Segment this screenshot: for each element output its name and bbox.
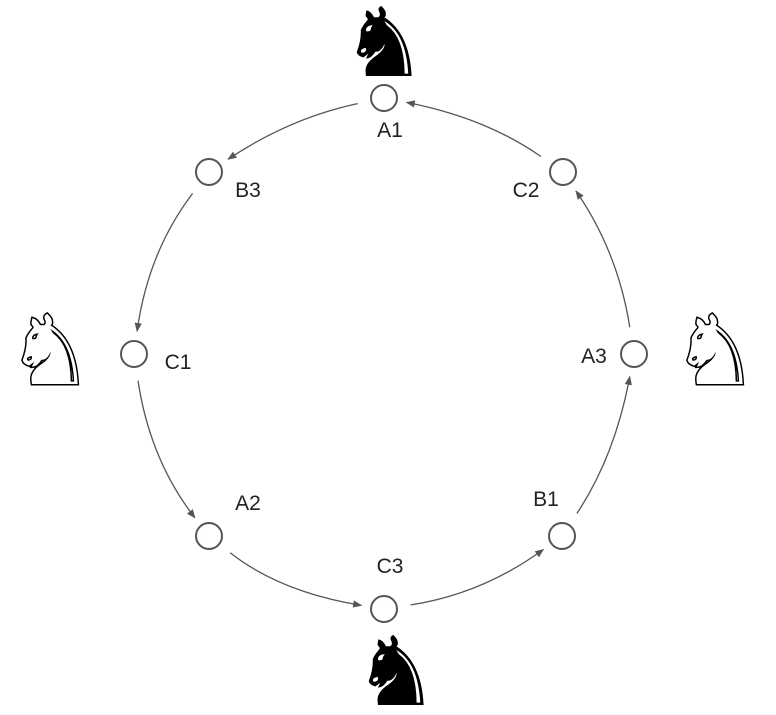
node-label-b3: B3: [235, 179, 261, 202]
node-circle-a2: [195, 522, 223, 550]
edge-c2-to-a1: [405, 100, 542, 158]
node-circle-c3: [370, 595, 398, 623]
node-circle-c1: [120, 340, 148, 368]
node-label-c1: C1: [165, 351, 192, 374]
node-label-c3: C3: [377, 555, 404, 578]
edge-b1-to-a3: [576, 375, 632, 514]
node-label-a2: A2: [235, 492, 261, 515]
node-circle-a3: [620, 340, 648, 368]
node-a3: A3: [581, 340, 648, 368]
node-circle-b1: [548, 522, 576, 550]
node-circle-b3: [195, 158, 223, 186]
node-label-b1: B1: [533, 488, 559, 511]
node-c2: C2: [513, 158, 577, 202]
node-a1: A1: [370, 84, 403, 142]
black-knight-icon: ♞: [353, 616, 439, 715]
node-a2: A2: [195, 492, 261, 550]
node-label-a1: A1: [377, 119, 403, 142]
edges-layer: [134, 100, 632, 608]
black-knight-icon: ♞: [341, 0, 427, 99]
node-b3: B3: [195, 158, 261, 202]
edge-a1-to-b3: [227, 102, 358, 160]
white-knight-icon: ♞: [672, 295, 758, 407]
node-c3: C3: [370, 555, 404, 623]
knights-layer: ♞ ♞ ♞ ♞: [5, 0, 759, 715]
node-circle-c2: [549, 158, 577, 186]
white-knight-icon: ♞: [7, 295, 93, 407]
node-label-a3: A3: [581, 345, 607, 368]
edge-c1-to-a2: [137, 380, 196, 519]
node-label-c2: C2: [513, 179, 540, 202]
edge-b3-to-c1: [134, 193, 194, 333]
edge-c3-to-b1: [410, 548, 545, 606]
node-b1: B1: [533, 488, 576, 550]
edge-a3-to-c2: [575, 190, 631, 328]
node-circle-a1: [370, 84, 398, 112]
node-c1: C1: [120, 340, 192, 374]
edge-a2-to-c3: [229, 552, 363, 608]
